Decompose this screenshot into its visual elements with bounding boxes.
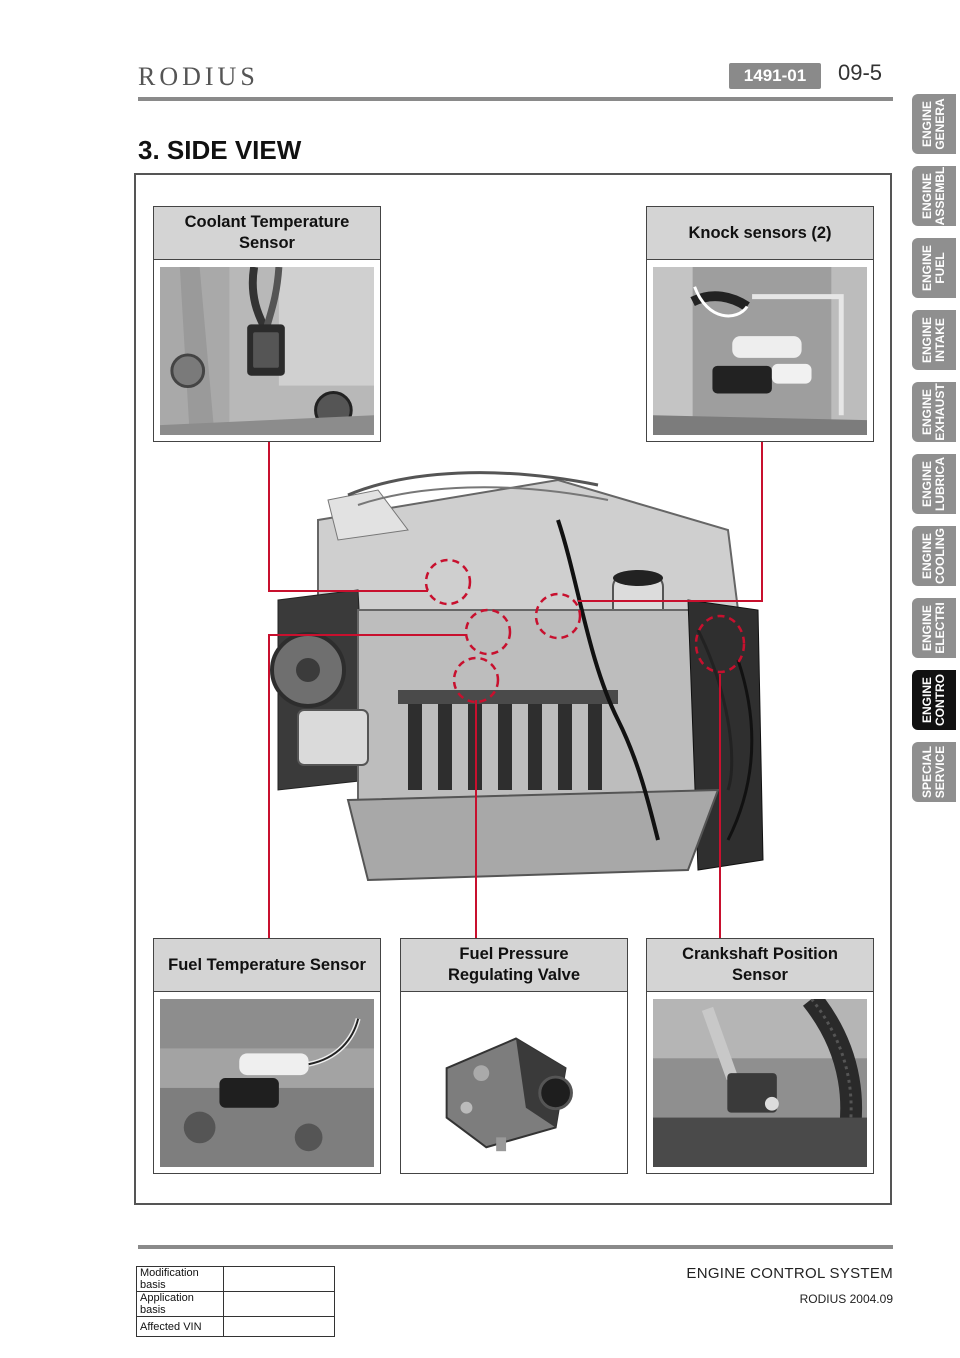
tab-label: ENGINE EXHAUST	[920, 383, 947, 441]
tab-label: ENGINE GENERA	[920, 98, 947, 150]
affected-vin-value	[223, 1316, 335, 1337]
fuel-pressure-valve-panel: Fuel Pressure Regulating Valve	[400, 938, 628, 1174]
footer-title: ENGINE CONTROL SYSTEM	[686, 1265, 893, 1282]
tab-label: ENGINE INTAKE	[920, 316, 947, 364]
callout-line-coolant-horizontal	[268, 590, 428, 592]
coolant-sensor-photo	[160, 267, 374, 435]
tab-engine-cooling[interactable]: ENGINE COOLING	[912, 526, 956, 586]
table-row: Affected VIN	[136, 1316, 335, 1337]
knock-sensor-photo	[653, 267, 867, 435]
table-row: Application basis	[136, 1291, 335, 1317]
callout-line-fuel-temp-horizontal	[268, 634, 466, 636]
tab-engine-intake[interactable]: ENGINE INTAKE	[912, 310, 956, 370]
tab-label: ENGINE ASSEMBL	[920, 166, 947, 226]
tab-special-service[interactable]: SPECIAL SERVICE	[912, 742, 956, 802]
crankshaft-sensor-panel: Crankshaft Position Sensor	[646, 938, 874, 1174]
knock-sensor-panel: Knock sensors (2)	[646, 206, 874, 442]
brand-logo: RODIUS	[138, 62, 259, 91]
coolant-sensor-caption: Coolant Temperature Sensor	[154, 207, 380, 260]
coolant-sensor-panel: Coolant Temperature Sensor	[153, 206, 381, 442]
application-basis-value	[223, 1291, 335, 1317]
modification-table: Modification basis Application basis Aff…	[136, 1266, 335, 1337]
fuel-temp-sensor-photo	[160, 999, 374, 1167]
section-code-badge: 1491-01	[729, 63, 821, 89]
crankshaft-sensor-caption: Crankshaft Position Sensor	[647, 939, 873, 992]
footer-subtitle: RODIUS 2004.09	[799, 1292, 893, 1306]
callout-line-fuel-temp-vertical	[268, 636, 270, 939]
fuel-temp-sensor-caption: Fuel Temperature Sensor	[154, 939, 380, 992]
diagram-frame	[134, 173, 892, 1205]
tab-label: ENGINE LUBRICA	[920, 457, 947, 511]
callout-line-coolant-vertical	[268, 442, 270, 592]
table-row: Modification basis	[136, 1266, 335, 1292]
tab-engine-exhaust[interactable]: ENGINE EXHAUST	[912, 382, 956, 442]
application-basis-label: Application basis	[136, 1291, 224, 1317]
tab-label: ENGINE FUEL	[920, 244, 947, 292]
section-title: 3. SIDE VIEW	[138, 135, 302, 165]
footer-rule	[138, 1245, 893, 1249]
header-rule	[138, 97, 893, 101]
tab-engine-assembly[interactable]: ENGINE ASSEMBL	[912, 166, 956, 226]
affected-vin-label: Affected VIN	[136, 1316, 224, 1337]
knock-sensor-caption: Knock sensors (2)	[647, 207, 873, 260]
modification-basis-label: Modification basis	[136, 1266, 224, 1292]
tab-engine-fuel[interactable]: ENGINE FUEL	[912, 238, 956, 298]
tab-engine-electrical[interactable]: ENGINE ELECTRI	[912, 598, 956, 658]
tab-label: ENGINE COOLING	[920, 528, 947, 584]
tab-engine-control[interactable]: ENGINE CONTRO	[912, 670, 956, 730]
tab-label: ENGINE CONTRO	[920, 674, 947, 726]
callout-line-knock-horizontal	[578, 600, 763, 602]
tab-engine-general[interactable]: ENGINE GENERA	[912, 94, 956, 154]
fuel-pressure-valve-caption: Fuel Pressure Regulating Valve	[401, 939, 627, 992]
callout-line-crankshaft	[719, 674, 721, 939]
callout-line-fuel-pressure	[475, 700, 477, 939]
callout-line-knock-vertical	[761, 442, 763, 602]
fuel-temp-sensor-panel: Fuel Temperature Sensor	[153, 938, 381, 1174]
crankshaft-sensor-photo	[653, 999, 867, 1167]
tab-label: SPECIAL SERVICE	[920, 745, 947, 799]
tab-label: ENGINE ELECTRI	[920, 602, 947, 654]
engine-side-view-illustration	[258, 460, 770, 900]
tab-engine-lubrication[interactable]: ENGINE LUBRICA	[912, 454, 956, 514]
fuel-pressure-valve-photo	[407, 999, 621, 1167]
modification-basis-value	[223, 1266, 335, 1292]
page-number: 09-5	[838, 60, 883, 85]
